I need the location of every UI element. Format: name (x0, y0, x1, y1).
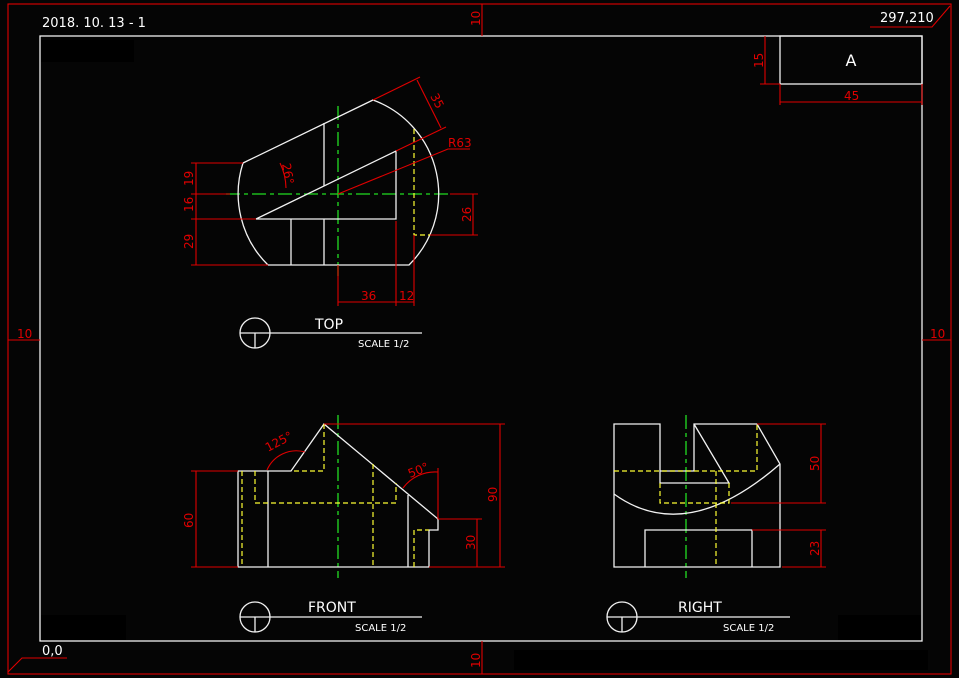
dim-90: 90 (486, 487, 500, 502)
dim-16: 16 (182, 197, 196, 212)
mask-rect (41, 615, 126, 640)
title-height-dim: 15 (752, 53, 766, 68)
dim-60: 60 (182, 513, 196, 528)
origin-leader (7, 657, 67, 673)
dim-36: 36 (361, 289, 376, 303)
view-name: RIGHT (678, 600, 722, 616)
dim-50: 50 (808, 456, 822, 471)
origin-label: 0,0 (42, 644, 63, 659)
dim-26: 26 (460, 207, 474, 222)
top-view-label: TOP SCALE 1/2 (239, 317, 422, 350)
outer-border (7, 3, 952, 675)
dim-23: 23 (808, 541, 822, 556)
dim-19: 19 (182, 171, 196, 186)
view-scale: SCALE 1/2 (723, 623, 774, 634)
right-view-label: RIGHT SCALE 1/2 (606, 600, 790, 634)
top-inner-edges (255, 123, 397, 265)
dim-30: 30 (464, 535, 478, 550)
view-scale: SCALE 1/2 (355, 623, 406, 634)
angle-arc-125 (266, 450, 306, 471)
margin-top-label: 10 (469, 11, 483, 26)
front-view: 60 90 30 125° 50° (182, 415, 505, 578)
view-scale: SCALE 1/2 (358, 339, 409, 350)
right-outline (613, 423, 781, 568)
right-arc (613, 463, 781, 515)
size-leader (870, 5, 951, 28)
margin-bottom-label: 10 (469, 653, 483, 668)
front-view-label: FRONT SCALE 1/2 (239, 600, 422, 634)
view-name: TOP (314, 317, 343, 333)
angle-arc (279, 162, 287, 189)
margin-right-label: 10 (930, 327, 945, 341)
date-label: 2018. 10. 13 - 1 (42, 16, 146, 31)
mask-rect (514, 650, 928, 670)
angle-26: 26° (279, 162, 296, 185)
mask-rect (838, 615, 921, 640)
front-hidden-lines (241, 424, 429, 567)
view-name: FRONT (308, 600, 356, 616)
top-view: 19 16 29 26 36 12 35 R63 26° (182, 76, 478, 306)
top-dimension-lines (191, 76, 478, 306)
front-dimension-lines (191, 423, 505, 568)
inner-border (39, 35, 923, 642)
title-letter: A (846, 51, 857, 70)
top-hidden-line (413, 129, 430, 236)
title-width-dim: 45 (844, 89, 859, 103)
title-block (779, 35, 923, 85)
angle-50: 50° (406, 460, 431, 481)
dim-29: 29 (182, 234, 196, 249)
title-block-dims (760, 36, 923, 105)
dim-35: 35 (427, 91, 446, 111)
angle-125: 125° (263, 429, 295, 455)
sheet-size-label: 297,210 (880, 11, 934, 26)
margin-left-label: 10 (17, 327, 32, 341)
label-line (240, 616, 422, 632)
front-outline (237, 423, 439, 568)
dim-12: 12 (399, 289, 414, 303)
right-dimension-lines (731, 423, 826, 568)
mask-rect (41, 40, 134, 62)
right-view: 50 23 (613, 415, 826, 578)
angle-arc-50 (402, 471, 439, 489)
label-line (607, 616, 790, 632)
label-line (240, 332, 422, 348)
dim-r63: R63 (448, 136, 472, 150)
right-hidden-lines (614, 424, 758, 567)
